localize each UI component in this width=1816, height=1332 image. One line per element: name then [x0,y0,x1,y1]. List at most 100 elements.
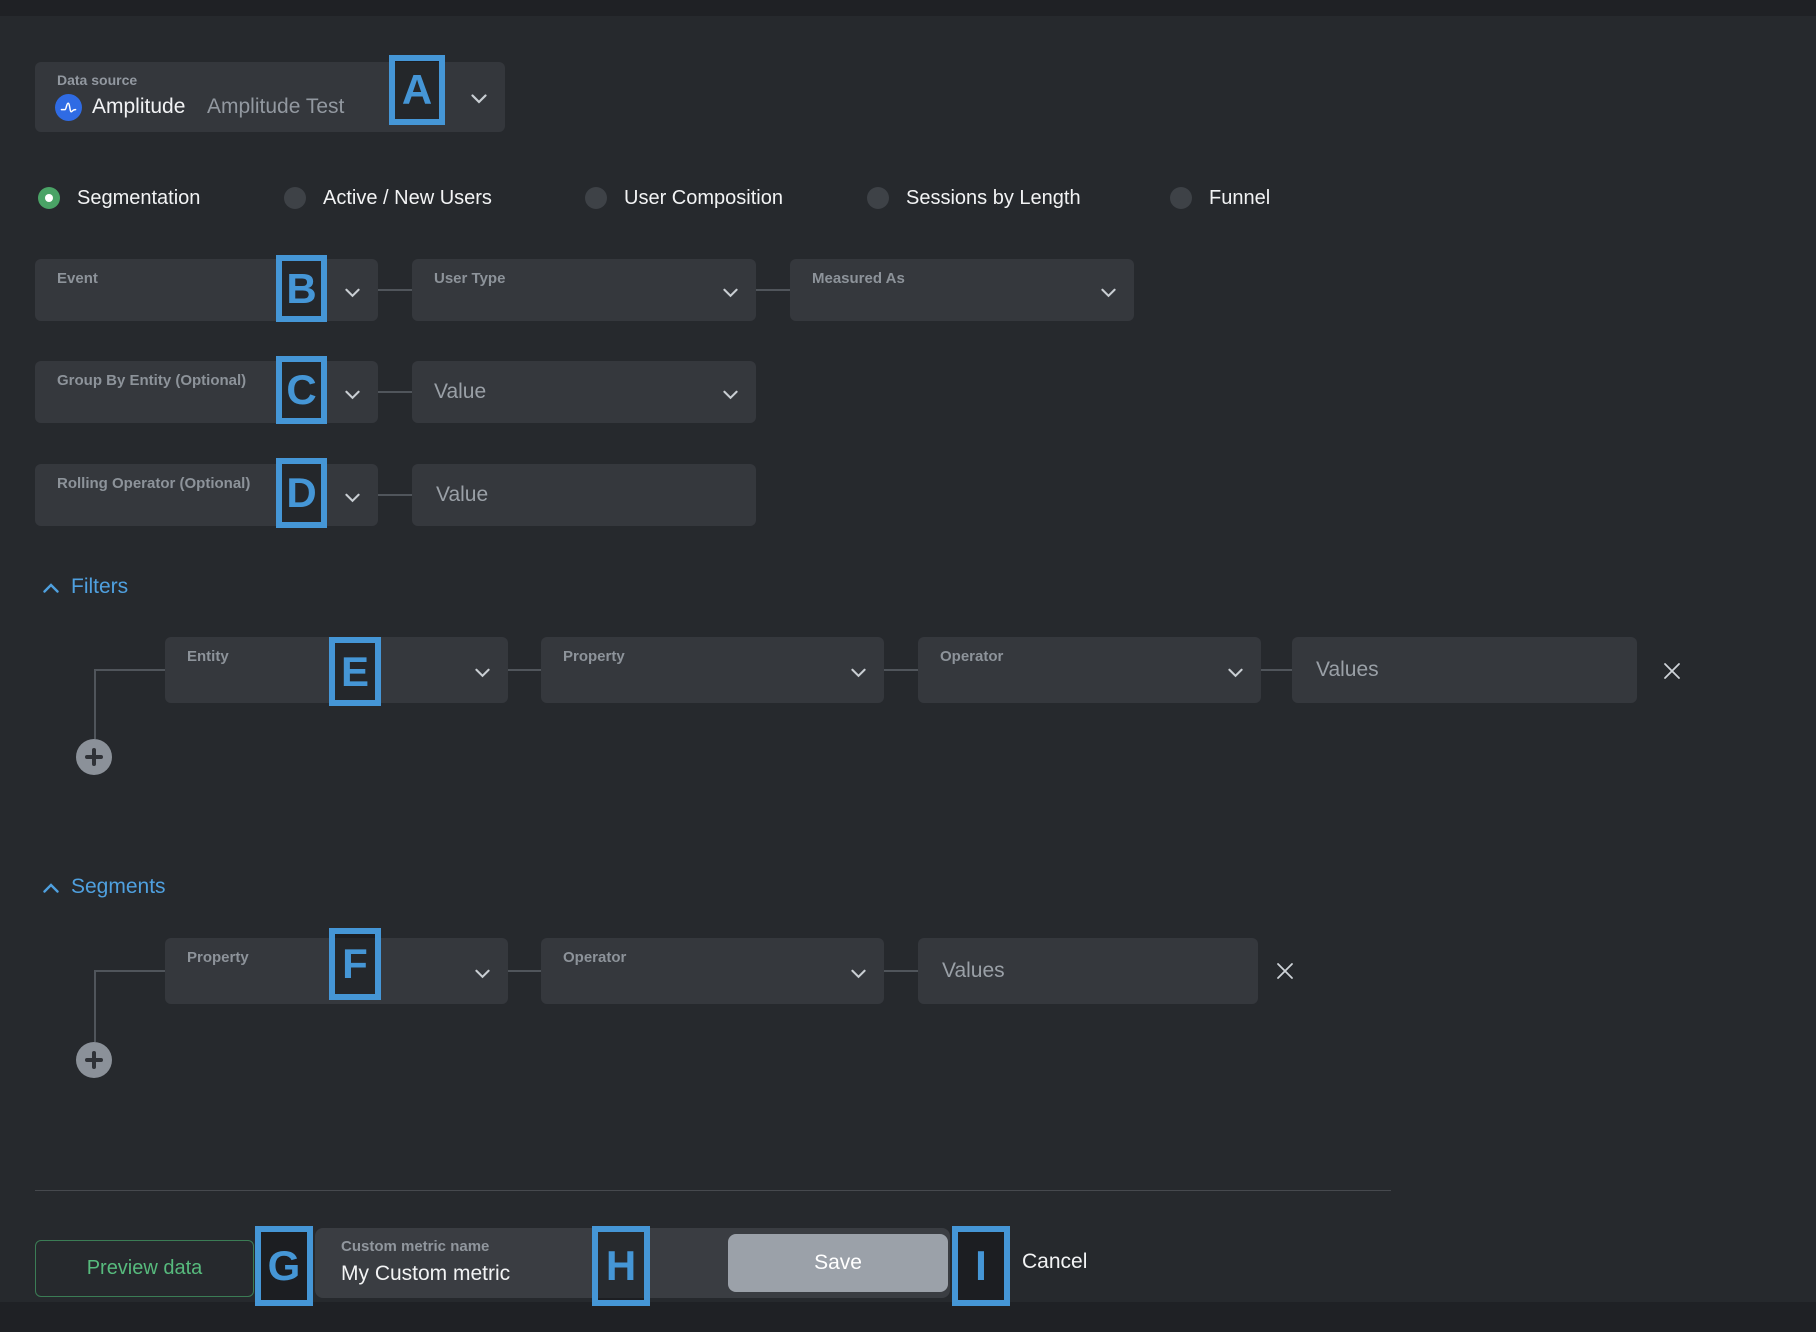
group-by-entity-label: Group By Entity (Optional) [57,372,247,389]
chevron-down-icon [475,665,490,683]
data-source-provider: Amplitude [92,95,186,118]
filters-section-toggle[interactable]: Filters [43,575,128,599]
custom-metric-name-label: Custom metric name [341,1238,490,1255]
radio-sessions-by-length[interactable]: Sessions by Length [867,186,1081,210]
connector-line [1261,669,1292,671]
rolling-operator-dropdown[interactable]: Rolling Operator (Optional) [35,464,378,526]
data-source-workspace: Amplitude Test [207,95,345,118]
close-icon [1664,663,1680,679]
value-placeholder: Value [434,380,487,403]
rolling-operator-label: Rolling Operator (Optional) [57,475,251,492]
group-by-value-dropdown[interactable]: Value [412,361,756,423]
user-type-dropdown[interactable]: User Type [412,259,756,321]
annotation-box-d: D [276,458,327,528]
radio-label: Active / New Users [323,186,492,209]
segments-section-title: Segments [71,875,166,898]
annotation-box-e: E [329,637,381,706]
event-label: Event [57,270,98,287]
radio-unselected-icon [585,187,607,209]
filter-operator-label: Operator [940,648,1004,665]
chevron-down-icon [1101,285,1116,303]
user-type-label: User Type [434,270,506,287]
chevron-down-icon [1228,665,1243,683]
connector-line [508,669,541,671]
plus-icon [85,1051,103,1069]
segment-operator-label: Operator [563,949,627,966]
tree-connector [94,970,165,972]
filter-property-label: Property [563,648,625,665]
chevron-down-icon [723,285,738,303]
chevron-down-icon [851,665,866,683]
filters-section-title: Filters [71,575,129,598]
segment-operator-dropdown[interactable]: Operator [541,938,884,1004]
preview-data-button[interactable]: Preview data [35,1240,254,1297]
custom-metric-name-input[interactable] [337,1262,637,1286]
annotation-box-c: C [276,356,327,424]
radio-label: Sessions by Length [906,186,1081,209]
measured-as-label: Measured As [812,270,905,287]
chevron-down-icon [475,966,490,984]
chevron-down-icon [345,387,360,405]
remove-segment-button[interactable] [1273,959,1297,983]
connector-line [508,970,541,972]
radio-user-composition[interactable]: User Composition [585,186,783,210]
chevron-up-icon [43,875,59,899]
chevron-down-icon [345,285,360,303]
radio-segmentation[interactable]: Segmentation [38,186,200,210]
annotation-box-h: H [592,1226,650,1306]
segment-values-input[interactable] [918,938,1258,1004]
save-button[interactable]: Save [728,1234,948,1292]
close-icon [1277,963,1293,979]
radio-funnel[interactable]: Funnel [1170,186,1270,210]
radio-unselected-icon [284,187,306,209]
group-by-entity-dropdown[interactable]: Group By Entity (Optional) [35,361,378,423]
data-source-label: Data source [57,72,138,88]
add-filter-button[interactable] [76,739,112,775]
filter-property-dropdown[interactable]: Property [541,637,884,703]
connector-line [378,391,412,393]
measured-as-dropdown[interactable]: Measured As [790,259,1134,321]
radio-active-new-users[interactable]: Active / New Users [284,186,492,210]
connector-line [884,669,918,671]
segment-property-dropdown[interactable]: Property [165,938,508,1004]
filter-values-input[interactable] [1292,637,1637,703]
tree-connector [94,669,96,739]
radio-label: Segmentation [77,186,201,209]
radio-label: User Composition [624,186,783,209]
plus-icon [85,748,103,766]
annotation-box-i: I [952,1226,1010,1306]
connector-line [378,494,412,496]
radio-selected-icon [38,187,60,209]
connector-line [756,289,790,291]
filter-entity-dropdown[interactable]: Entity [165,637,508,703]
rolling-value-input[interactable] [412,464,756,526]
cancel-button[interactable]: Cancel [1022,1250,1088,1273]
tree-connector [94,669,165,671]
connector-line [884,970,918,972]
segment-property-label: Property [187,949,249,966]
filter-operator-dropdown[interactable]: Operator [918,637,1261,703]
radio-unselected-icon [867,187,889,209]
top-edge-strip [0,0,1816,16]
annotation-box-f: F [329,928,381,1000]
data-source-dropdown[interactable]: Data source Amplitude Amplitude Test [35,62,505,132]
radio-label: Funnel [1209,186,1271,209]
event-dropdown[interactable]: Event [35,259,378,321]
segments-section-toggle[interactable]: Segments [43,875,166,899]
footer-divider [35,1190,1391,1191]
remove-filter-button[interactable] [1660,659,1684,683]
connector-line [378,289,412,291]
radio-unselected-icon [1170,187,1192,209]
tree-connector [94,970,96,1042]
custom-metric-name-field: Custom metric name Save [315,1228,950,1298]
chevron-down-icon [345,490,360,508]
chevron-down-icon [471,91,487,109]
add-segment-button[interactable] [76,1042,112,1078]
bottom-edge-strip [0,1302,1816,1332]
chevron-up-icon [43,575,59,599]
annotation-box-a: A [389,55,445,125]
amplitude-logo-icon [55,94,82,121]
chevron-down-icon [851,966,866,984]
chevron-down-icon [723,387,738,405]
